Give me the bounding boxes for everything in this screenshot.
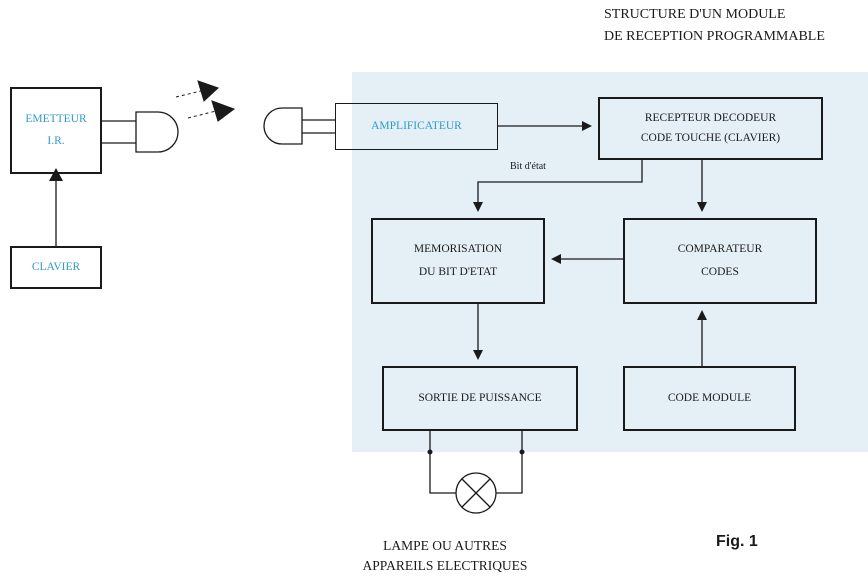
lamp-caption-line1: LAMPE OU AUTRES [383, 538, 507, 553]
recepteur-label-line1: RECEPTEUR DECODEUR [644, 111, 777, 124]
junction-dot-left [427, 449, 433, 455]
amplificateur-label: AMPLIFICATEUR [371, 119, 462, 132]
recepteur-decodeur-block: RECEPTEUR DECODEUR CODE TOUCHE (CLAVIER) [598, 97, 823, 160]
recepteur-label-line2: CODE TOUCHE (CLAVIER) [640, 131, 781, 144]
amplificateur-block: AMPLIFICATEUR [335, 103, 498, 150]
memorisation-label-line2: DU BIT D'ETAT [418, 266, 498, 278]
lamp-caption: LAMPE OU AUTRES APPAREILS ELECTRIQUES [330, 536, 560, 577]
emetteur-label-line2: I.R. [47, 134, 65, 147]
figure-label: Fig. 1 [716, 533, 758, 550]
receiver-module-panel [352, 72, 868, 452]
emetteur-label-line1: EMETTEUR [25, 112, 87, 125]
clavier-block: CLAVIER [10, 246, 102, 289]
diagram-title-line2: DE RECEPTION PROGRAMMABLE [604, 28, 825, 44]
sortie-label: SORTIE DE PUISSANCE [418, 391, 542, 404]
comparateur-label-line2: CODES [701, 266, 739, 278]
ir-beam-1 [175, 89, 206, 98]
wire-lamp-right [496, 431, 523, 494]
diagram-title: STRUCTURE D'UN MODULE DE RECEPTION PROGR… [604, 4, 825, 47]
diagram-title-line1: STRUCTURE D'UN MODULE [604, 7, 786, 22]
comparateur-label-line1: COMPARATEUR [677, 243, 763, 255]
lamp-caption-line2: APPAREILS ELECTRIQUES [362, 558, 528, 574]
lamp-icon [455, 472, 497, 514]
sortie-puissance-block: SORTIE DE PUISSANCE [382, 366, 578, 431]
ir-emitter-shape [135, 111, 179, 153]
ir-receiver-shape [263, 107, 303, 145]
code-module-label: CODE MODULE [667, 391, 752, 404]
memorisation-block: MEMORISATION DU BIT D'ETAT [371, 218, 545, 304]
memorisation-label-line1: MEMORISATION [413, 243, 503, 255]
code-module-block: CODE MODULE [623, 366, 796, 431]
ir-beam-2-head [211, 100, 236, 122]
clavier-label: CLAVIER [31, 260, 81, 273]
bit-etat-label: Bit d'état [510, 161, 546, 172]
ir-beam-1-head [197, 80, 219, 102]
wire-lamp-left [429, 431, 456, 494]
arrow-bit-etat [473, 160, 643, 212]
comparateur-block: COMPARATEUR CODES [623, 218, 817, 304]
junction-dot-right [519, 449, 525, 455]
arrowhead-clavier-to-emetteur [49, 168, 63, 181]
